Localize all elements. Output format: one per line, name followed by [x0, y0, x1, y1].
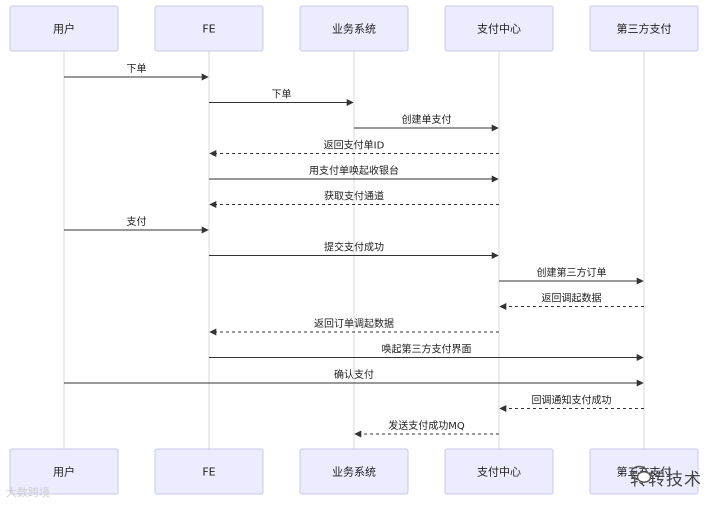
participant-box-top: 支付中心 [444, 5, 554, 52]
participant-label: 支付中心 [477, 466, 521, 479]
participant-box-top: 第三方支付 [589, 5, 699, 52]
message-label: 提交支付成功 [324, 241, 384, 254]
participant-box-rect [9, 448, 119, 495]
participant-box-rect [299, 5, 409, 52]
message: 提交支付成功 [209, 241, 499, 259]
message-label: 下单 [272, 89, 292, 101]
message: 下单 [209, 89, 354, 106]
wechat-icon [630, 465, 652, 483]
watermark-right: 转转技术 [630, 465, 702, 490]
message: 唤起第三方支付界面 [209, 343, 644, 361]
watermark-left-text: 大数跨境 [6, 486, 50, 499]
participant-box-rect [154, 5, 264, 52]
message-label: 回调通知支付成功 [532, 394, 612, 407]
message-label: 返回订单调起数据 [314, 317, 394, 330]
participant-box-bottom: FE [154, 448, 264, 495]
message: 获取支付通道 [209, 190, 499, 208]
watermark-left: 大数跨境 [6, 484, 50, 500]
message-label: 获取支付通道 [324, 190, 384, 203]
participant-label: FE [202, 466, 215, 479]
participant-box-top: FE [154, 5, 264, 52]
message: 支付 [64, 215, 209, 234]
participant-box-rect [589, 5, 699, 52]
participant-box-rect [154, 448, 264, 495]
participant-box-top: 业务系统 [299, 5, 409, 52]
message: 返回订单调起数据 [209, 317, 499, 336]
message-label: 发送支付成功MQ [388, 419, 465, 432]
participant-box-bottom: 用户 [9, 448, 119, 495]
message-label: 下单 [127, 63, 147, 75]
message: 创建单支付 [354, 113, 499, 132]
participant-label: FE [202, 23, 215, 36]
participant-box-rect [299, 448, 409, 495]
message: 用支付单唤起收银台 [209, 164, 499, 183]
participant-box-rect [444, 448, 554, 495]
message: 回调通知支付成功 [499, 394, 644, 412]
participant-label: 用户 [53, 22, 75, 36]
message: 确认支付 [64, 368, 644, 387]
message-label: 确认支付 [334, 368, 374, 381]
message: 返回支付单ID [209, 139, 499, 157]
participant-label: 业务系统 [332, 23, 376, 36]
participant-box-top: 用户 [9, 5, 119, 52]
message: 下单 [64, 63, 209, 81]
message: 创建第三方订单 [499, 266, 644, 285]
message-label: 创建单支付 [402, 113, 452, 126]
message-label: 返回调起数据 [542, 292, 602, 305]
message: 返回调起数据 [499, 292, 644, 310]
participant-box-rect [444, 5, 554, 52]
message-label: 唤起第三方支付界面 [382, 343, 472, 356]
participant-label: 第三方支付 [617, 22, 672, 36]
participant-box-rect [9, 5, 119, 52]
participant-label: 支付中心 [477, 23, 521, 36]
message-label: 支付 [127, 215, 147, 228]
participant-box-bottom: 支付中心 [444, 448, 554, 495]
message-label: 用支付单唤起收银台 [309, 164, 399, 177]
participant-label: 业务系统 [332, 466, 376, 479]
message-label: 创建第三方订单 [537, 266, 607, 279]
participant-box-bottom: 业务系统 [299, 448, 409, 495]
participant-label: 用户 [53, 465, 75, 479]
message: 发送支付成功MQ [354, 419, 499, 438]
message-label: 返回支付单ID [324, 139, 385, 152]
